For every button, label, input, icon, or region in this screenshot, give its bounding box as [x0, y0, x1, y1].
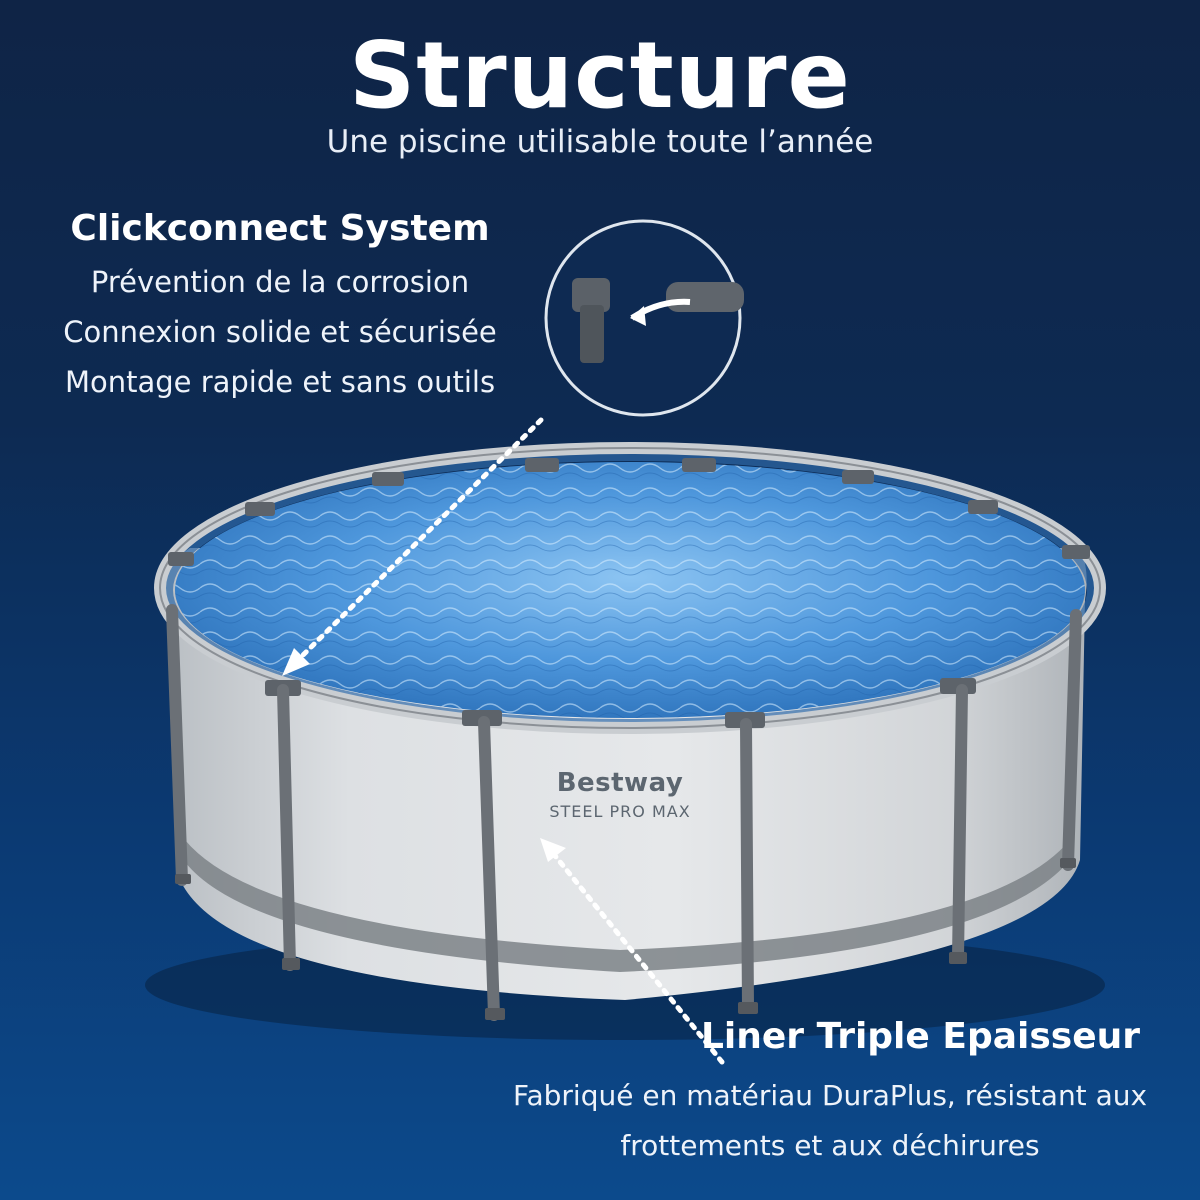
- model-name: STEEL PRO MAX: [549, 802, 691, 821]
- connector-icon: [572, 278, 744, 363]
- pool-brand-label: Bestway STEEL PRO MAX: [540, 768, 700, 821]
- frame-joints: [168, 458, 1090, 728]
- brand-name: Bestway: [556, 768, 684, 798]
- clickconnect-arrow: [282, 417, 544, 676]
- page-subtitle: Une piscine utilisable toute l’année: [326, 124, 874, 160]
- pool-lower-band: [185, 840, 1070, 972]
- clickconnect-line: Montage rapide et sans outils: [64, 365, 496, 399]
- clickconnect-line: Connexion solide et sécurisée: [63, 315, 497, 349]
- liner-heading: Liner Triple Epaisseur: [700, 1016, 1140, 1057]
- clickconnect-feature: Clickconnect System Prévention de la cor…: [30, 208, 530, 407]
- clickconnect-line: Prévention de la corrosion: [90, 265, 470, 299]
- liner-line: Fabriqué en matériau DuraPlus, résistant…: [512, 1079, 1148, 1112]
- liner-arrow: [540, 838, 725, 1065]
- liner-feature: Liner Triple Epaisseur Fabriqué en matér…: [490, 1016, 1170, 1171]
- frame-legs: [166, 604, 1082, 1021]
- clickconnect-heading: Clickconnect System: [70, 208, 490, 249]
- page-title: Structure: [349, 22, 851, 129]
- liner-line: frottements et aux déchirures: [620, 1129, 1040, 1162]
